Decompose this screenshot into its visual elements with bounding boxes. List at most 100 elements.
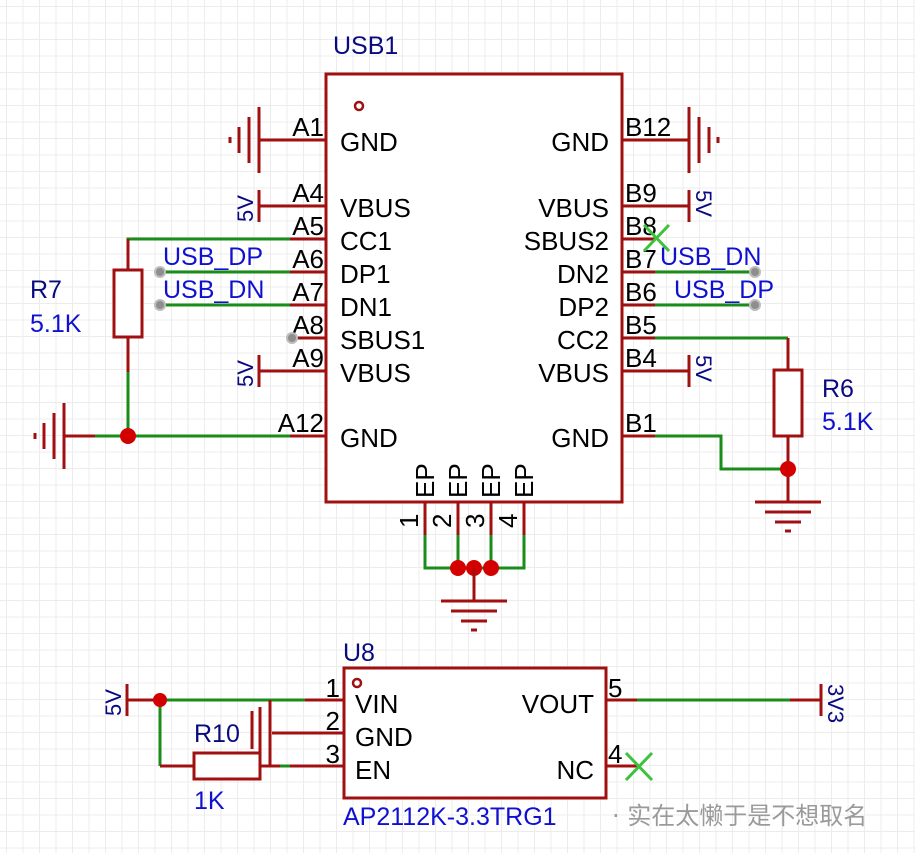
ground-icon — [441, 568, 507, 632]
net-endpoint — [749, 266, 761, 278]
pin-number: B9 — [625, 178, 657, 208]
r6-designator: R6 — [822, 375, 854, 403]
r6-resistor[interactable]: R6 5.1K — [772, 338, 874, 502]
ground-icon — [755, 500, 821, 533]
pin-number: B1 — [625, 408, 657, 438]
power-port-5v: 5V — [687, 190, 716, 222]
pin-number: B5 — [625, 310, 657, 340]
pin-number: 2 — [326, 706, 340, 736]
pin1-marker — [353, 100, 365, 112]
junction-dot — [450, 560, 466, 576]
junction-dot — [780, 461, 796, 477]
r7-value: 5.1K — [30, 310, 82, 338]
junction-dot — [153, 693, 167, 707]
pin-number: 3 — [326, 739, 340, 769]
pin-number: 3 — [460, 514, 490, 528]
resistor-body — [112, 268, 144, 339]
pin-number: 4 — [493, 514, 523, 528]
pin-name: EP — [410, 463, 440, 498]
pin-number: B8 — [625, 211, 657, 241]
ground-icon — [228, 107, 261, 173]
pin-number: B6 — [625, 277, 657, 307]
pin-name: GND — [551, 127, 609, 157]
net-label-usb-dn[interactable]: USB_DN — [660, 243, 761, 271]
pin-name: SBUS1 — [340, 325, 425, 355]
pin-number: 4 — [608, 739, 622, 769]
pin-number: A5 — [292, 211, 324, 241]
pin-number: A8 — [292, 310, 324, 340]
ground-icon — [687, 107, 720, 173]
u8-component[interactable]: U8 1 2 3 VIN GND EN 5 4 VOUT NC AP2112K-… — [272, 639, 637, 831]
pin-number: 1 — [394, 514, 424, 528]
r10-resistor[interactable]: R10 1K — [192, 720, 262, 815]
pin-name: CC2 — [557, 325, 609, 355]
resistor-body — [772, 368, 804, 438]
u8-body — [342, 666, 608, 800]
pin-number: A4 — [292, 178, 324, 208]
pin-name: CC1 — [340, 226, 392, 256]
pin-name: DP2 — [558, 292, 609, 322]
pin-name: EN — [355, 755, 391, 785]
pin-name: DN2 — [557, 259, 609, 289]
pin-number: A9 — [292, 343, 324, 373]
pin-name: SBUS2 — [524, 226, 609, 256]
net-endpoint — [154, 266, 166, 278]
power-port-5v: 5V — [233, 355, 261, 387]
no-connect-icon — [624, 751, 654, 782]
power-port-5v: 5V — [101, 684, 129, 716]
power-label: 5V — [233, 360, 258, 387]
pin-number: B7 — [625, 244, 657, 274]
wire-net — [127, 698, 305, 768]
net-endpoint — [286, 332, 298, 344]
u8-part-number: AP2112K-3.3TRG1 — [343, 803, 557, 831]
pin-name: VBUS — [340, 358, 411, 388]
pin-name: GND — [340, 127, 398, 157]
r7-resistor[interactable]: R7 5.1K — [30, 239, 144, 372]
power-port-5v: 5V — [233, 190, 261, 222]
pin-number: A7 — [292, 277, 324, 307]
no-connect-icon — [642, 223, 671, 253]
pin-number: B4 — [625, 343, 657, 373]
r7-designator: R7 — [30, 276, 62, 304]
pin-name: EP — [476, 463, 506, 498]
pin-name: GND — [340, 423, 398, 453]
usb1-designator: USB1 — [333, 32, 398, 60]
pin-name: DP1 — [340, 259, 391, 289]
r6-value: 5.1K — [822, 408, 874, 436]
usb1-component[interactable]: USB1 — [259, 32, 689, 535]
usb1-right-pin-stubs — [622, 138, 689, 438]
net-label-usb-dp[interactable]: USB_DP — [163, 243, 263, 271]
pin-number: A6 — [292, 244, 324, 274]
pin-name: DN1 — [340, 292, 392, 322]
u8-designator: U8 — [343, 639, 375, 667]
ground-icon — [33, 403, 95, 469]
pin-number: A1 — [292, 112, 324, 142]
pin-name: EP — [443, 463, 473, 498]
usb1-body — [324, 72, 624, 504]
pin-name: VBUS — [538, 193, 609, 223]
net-endpoint — [154, 299, 166, 311]
pin-number: 2 — [427, 514, 457, 528]
power-label: 5V — [101, 689, 126, 716]
resistor-body — [192, 751, 262, 781]
power-label: 5V — [691, 190, 716, 217]
wire-net — [655, 270, 788, 471]
pin-number: 1 — [326, 673, 340, 703]
net-label-usb-dn[interactable]: USB_DN — [163, 276, 264, 304]
r10-designator: R10 — [194, 720, 240, 748]
junction-dot — [120, 428, 136, 444]
pin-number: A12 — [278, 408, 324, 438]
pin-name: GND — [355, 722, 413, 752]
power-label: 5V — [691, 355, 716, 382]
pin-name: NC — [556, 755, 594, 785]
power-port-5v: 5V — [687, 355, 716, 387]
pin-name: VOUT — [522, 689, 594, 719]
r10-value: 1K — [194, 787, 225, 815]
pin-name: VBUS — [340, 193, 411, 223]
net-label-usb-dp[interactable]: USB_DP — [674, 276, 774, 304]
junction-dot — [483, 560, 499, 576]
power-port-3v3: 3V3 — [819, 684, 848, 723]
pin-number: 5 — [608, 673, 622, 703]
pin-name: VBUS — [538, 358, 609, 388]
